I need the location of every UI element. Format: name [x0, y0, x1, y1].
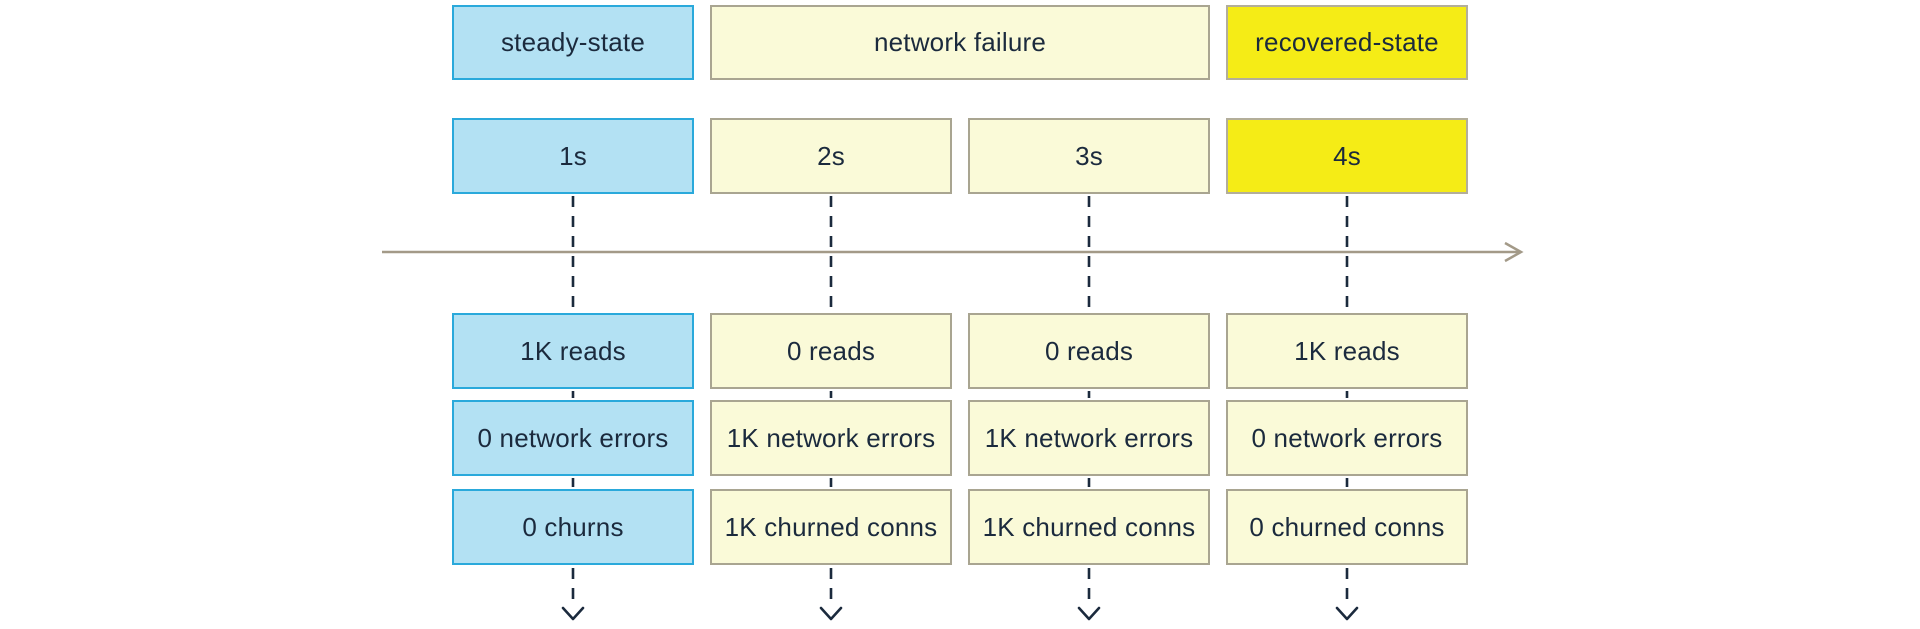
metric-box-col2-churned-conns: 1K churned conns: [710, 489, 952, 565]
metric-box-col3-reads: 0 reads: [968, 313, 1210, 389]
metric-box-col3-churned-conns: 1K churned conns: [968, 489, 1210, 565]
metric-box-col4-reads: 1K reads: [1226, 313, 1468, 389]
metric-box-col2-reads: 0 reads: [710, 313, 952, 389]
metric-box-col2-network-errors: 1K network errors: [710, 400, 952, 476]
metric-box-col1-churns: 0 churns: [452, 489, 694, 565]
phase-box-network-failure: network failure: [710, 5, 1210, 80]
metric-box-col1-reads: 1K reads: [452, 313, 694, 389]
col1-down-arrow-icon: [561, 606, 585, 621]
col4-down-arrow-icon: [1335, 606, 1359, 621]
time-box-3s: 3s: [968, 118, 1210, 194]
metric-box-col3-network-errors: 1K network errors: [968, 400, 1210, 476]
metric-box-col1-network-errors: 0 network errors: [452, 400, 694, 476]
col3-down-arrow-icon: [1077, 606, 1101, 621]
phase-box-steady-state: steady-state: [452, 5, 694, 80]
time-box-2s: 2s: [710, 118, 952, 194]
col2-down-arrow-icon: [819, 606, 843, 621]
timeline-arrowhead-icon: [1504, 241, 1524, 263]
metric-box-col4-network-errors: 0 network errors: [1226, 400, 1468, 476]
time-box-4s: 4s: [1226, 118, 1468, 194]
metric-box-col4-churned-conns: 0 churned conns: [1226, 489, 1468, 565]
phase-box-recovered-state: recovered-state: [1226, 5, 1468, 80]
time-box-1s: 1s: [452, 118, 694, 194]
